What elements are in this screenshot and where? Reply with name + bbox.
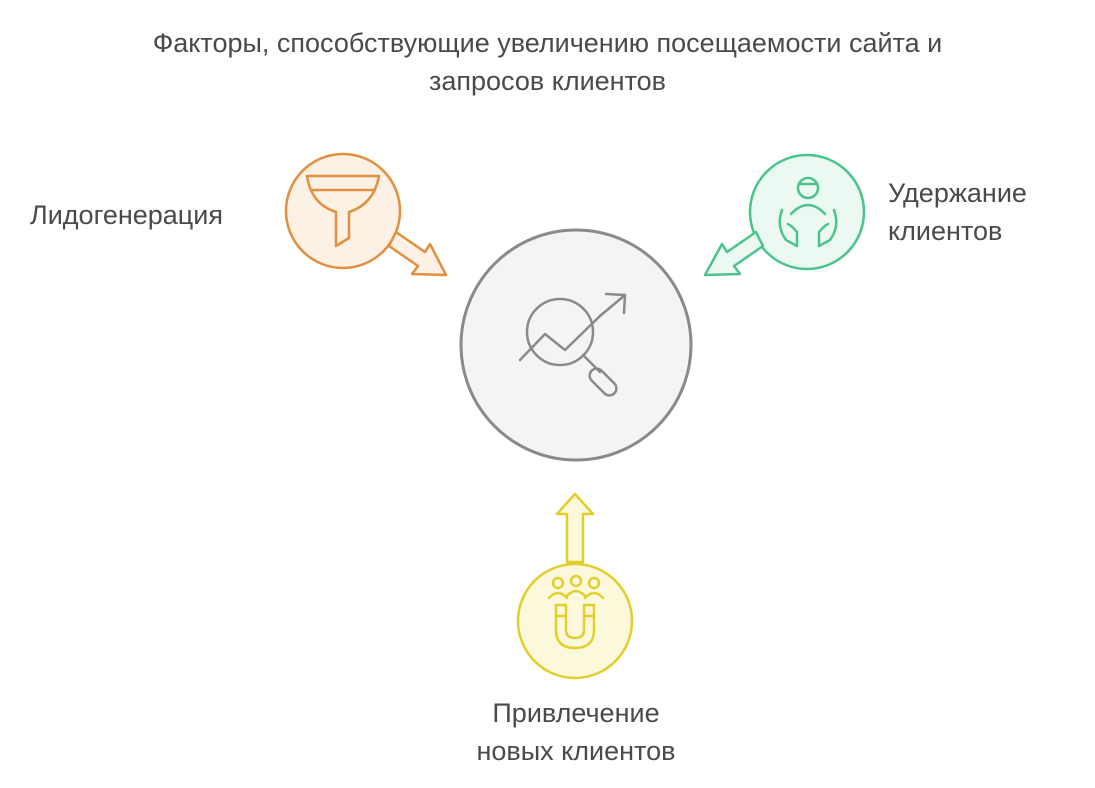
lead-generation-arrow (387, 230, 448, 277)
retention-label-line-1: Удержание (888, 178, 1027, 208)
title-line-1: Факторы, способствующие увеличению посещ… (152, 28, 943, 58)
retention-arrow (703, 230, 765, 277)
title-line-2: запросов клиентов (428, 66, 666, 96)
attraction-arrow (555, 492, 595, 564)
retention-label: Удержание клиентов (888, 174, 1027, 250)
attraction-label-line-2: новых клиентов (476, 736, 676, 766)
magnet-people-icon (547, 574, 605, 650)
retention-node (703, 153, 866, 277)
lead-generation-label-text: Лидогенерация (30, 200, 223, 230)
funnel-icon (305, 174, 381, 248)
attraction-label-line-1: Привлечение (492, 698, 660, 728)
retention-label-line-2: клиентов (888, 216, 1003, 246)
attraction-node (516, 492, 634, 680)
trend-magnifier-icon (518, 292, 627, 397)
diagram-title: Факторы, способствующие увеличению посещ… (0, 24, 1095, 100)
attraction-label: Привлечение новых клиентов (426, 694, 726, 770)
center-node (459, 228, 693, 462)
hands-person-icon (778, 176, 838, 248)
lead-generation-node (284, 152, 448, 277)
lead-generation-label: Лидогенерация (30, 196, 223, 234)
